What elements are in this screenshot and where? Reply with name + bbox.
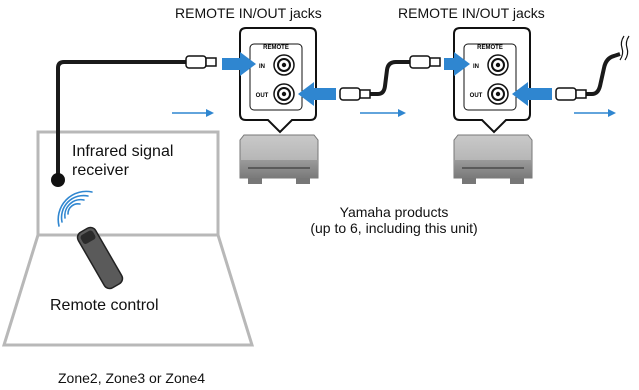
panel-out-label-left: OUT xyxy=(256,93,269,99)
ir-receiver-label-line2: receiver xyxy=(72,162,129,179)
daisy-chain-cable xyxy=(370,60,410,96)
continuation-squiggle xyxy=(619,35,630,61)
continuing-cable xyxy=(586,52,621,96)
products-label-line1: Yamaha products xyxy=(339,204,449,220)
arrow-into-right-in xyxy=(444,52,470,76)
products-label-line2: (up to 6, including this unit) xyxy=(310,220,478,236)
plug-left-out xyxy=(339,87,371,101)
arrow-out-of-right-out xyxy=(512,82,552,106)
zone-room-outline xyxy=(1,130,255,347)
panel-remote-label-right: REMOTE xyxy=(477,45,503,51)
jack-panel-right xyxy=(453,27,531,134)
panel-in-label-right: IN xyxy=(473,64,479,70)
jacks-label-left: REMOTE IN/OUT jacks xyxy=(175,5,322,21)
ir-receiver-label-line1: Infrared signal xyxy=(72,143,174,160)
plug-right-in xyxy=(409,55,441,69)
jacks-label-right: REMOTE IN/OUT jacks xyxy=(398,5,545,21)
arrow-out-of-left-out xyxy=(298,82,336,106)
ir-receiver-dot xyxy=(51,173,65,187)
panel-in-label-left: IN xyxy=(259,64,265,70)
yamaha-device-right xyxy=(453,134,533,184)
remote-control-label: Remote control xyxy=(50,297,159,314)
flow-arrows xyxy=(172,109,616,117)
arrow-into-left-in xyxy=(222,52,256,76)
panel-out-label-right: OUT xyxy=(470,93,483,99)
jack-panel-left xyxy=(239,27,317,134)
zones-label: Zone2, Zone3 or Zone4 xyxy=(58,370,206,386)
remote-control-icon xyxy=(76,226,124,290)
yamaha-device-left xyxy=(239,134,319,184)
plug-left-in xyxy=(185,55,217,69)
infrared-waves-icon xyxy=(57,190,93,227)
plug-right-out xyxy=(555,87,587,101)
ir-receiver-cable xyxy=(56,60,186,178)
panel-remote-label-left: REMOTE xyxy=(263,45,289,51)
